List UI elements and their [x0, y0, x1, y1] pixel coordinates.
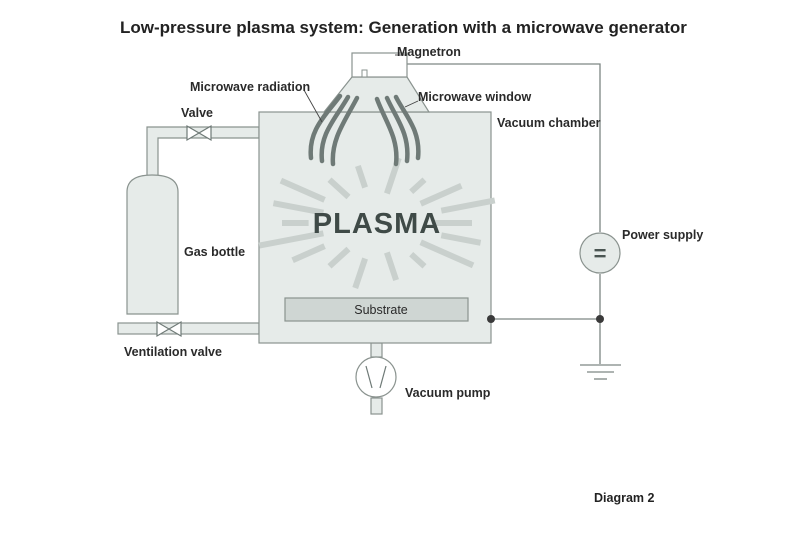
diagram-caption: Diagram 2 [594, 491, 654, 505]
leader-lines [303, 54, 419, 123]
vacuum-pump-pipe-bottom [370, 397, 383, 415]
plasma-ray [279, 177, 326, 203]
microwave-window-label: Microwave window [418, 90, 531, 104]
plasma-ray [409, 177, 427, 195]
ventilation-valve-label: Ventilation valve [124, 345, 222, 359]
plasma-ray [327, 177, 351, 200]
plasma-ray [355, 164, 368, 189]
plasma-ray [419, 182, 463, 207]
magnetron [351, 52, 408, 78]
plasma-ray [419, 239, 475, 269]
magnetron-label: Magnetron [397, 45, 461, 59]
ventilation-pipe [117, 322, 260, 335]
plasma-ray [440, 232, 482, 246]
valve-icon[interactable] [186, 124, 212, 142]
power-supply-label: Power supply [622, 228, 703, 242]
microwave-radiation-label: Microwave radiation [190, 80, 310, 94]
plasma-ray [327, 246, 351, 269]
diagram-title: Low-pressure plasma system: Generation w… [120, 18, 687, 37]
vacuum-pump-icon [355, 356, 397, 398]
plasma-rays [258, 157, 496, 289]
valve-label: Valve [181, 106, 213, 120]
plasma-ray [440, 197, 496, 214]
ground-icon [580, 364, 621, 380]
plasma-ray [352, 257, 368, 289]
plasma-ray [258, 230, 324, 249]
plasma-ray [291, 243, 326, 264]
vacuum-chamber-label: Vacuum chamber [497, 116, 601, 130]
vacuum-pump-label: Vacuum pump [405, 386, 491, 400]
substrate-label: Substrate [354, 303, 408, 317]
chamber-contact-node [487, 315, 495, 323]
wire-junction-node [596, 315, 604, 323]
substrate [284, 297, 469, 322]
plasma-ray [384, 251, 399, 282]
ventilation-valve-icon[interactable] [156, 320, 182, 338]
plasma-label: PLASMA [313, 208, 441, 240]
gas-bottle-label: Gas bottle [184, 245, 245, 259]
power-supply-symbol: = [594, 241, 607, 266]
plasma-ray [409, 251, 427, 269]
microwave-radiation-waves [308, 93, 421, 167]
plasma-ray [272, 200, 324, 216]
power-supply-icon: = [579, 232, 621, 274]
vacuum-pump-pipe-top [370, 342, 383, 358]
gas-bottle [126, 174, 179, 315]
wire-magnetron-to-supply [407, 63, 601, 232]
